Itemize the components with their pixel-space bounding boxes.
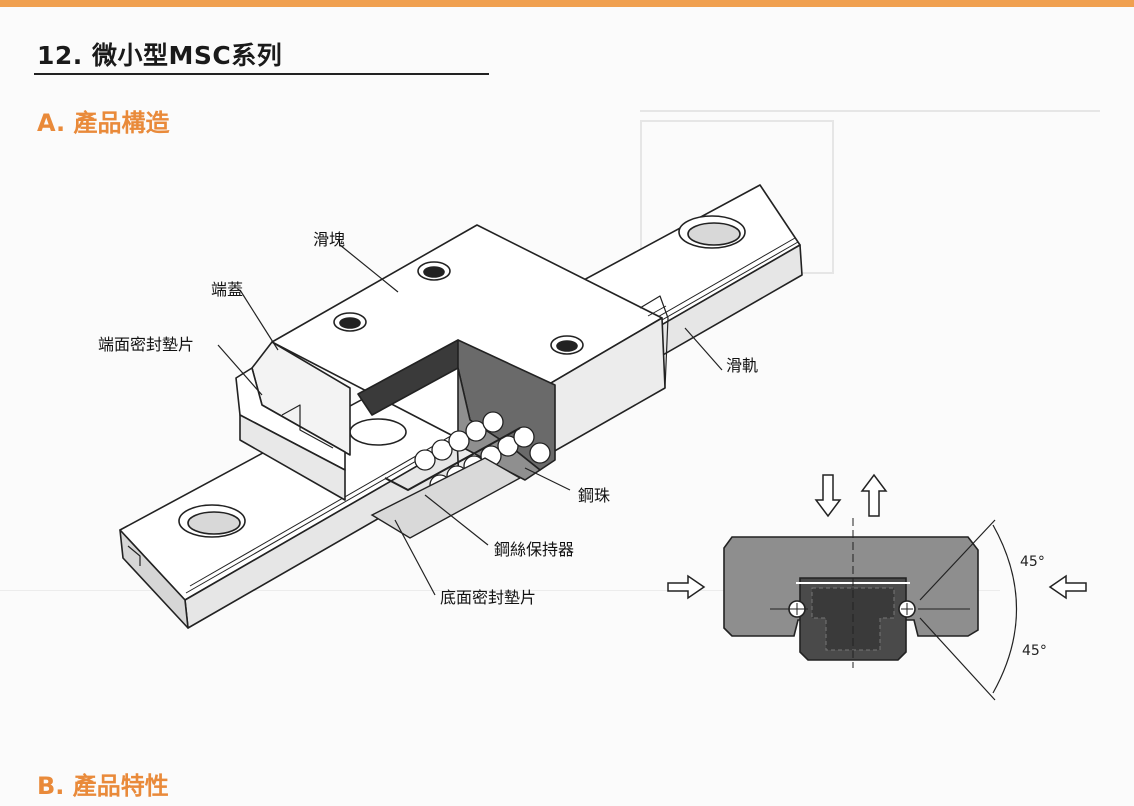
label-end-seal: 端面密封墊片 — [98, 335, 195, 354]
load-arrows — [667, 473, 1087, 600]
bleed-through-table — [0, 590, 1000, 791]
section-a-heading: A. 產品構造 — [37, 109, 170, 137]
label-end-cap: 端蓋 — [211, 280, 244, 299]
wire-retainer — [384, 427, 521, 492]
cross-section — [723, 518, 1018, 701]
angle-upper: 45° — [1020, 554, 1045, 570]
label-block: 滑塊 — [313, 230, 346, 249]
section-b-heading: B. 產品特性 — [37, 772, 169, 800]
label-wire-retainer: 鋼絲保持器 — [494, 540, 575, 559]
bottom-seal — [370, 457, 522, 539]
top-accent-bar — [0, 0, 1134, 7]
title-underline — [34, 73, 489, 75]
angle-lower: 45° — [1022, 643, 1047, 659]
label-bottom-seal: 底面密封墊片 — [440, 588, 537, 607]
block-assembly — [235, 224, 669, 506]
label-steel-ball: 鋼珠 — [578, 486, 611, 505]
page-title: 12. 微小型MSC系列 — [37, 41, 283, 70]
label-rail: 滑軌 — [726, 356, 759, 375]
bleed-through-background — [640, 30, 1100, 112]
leader-lines — [217, 244, 723, 596]
